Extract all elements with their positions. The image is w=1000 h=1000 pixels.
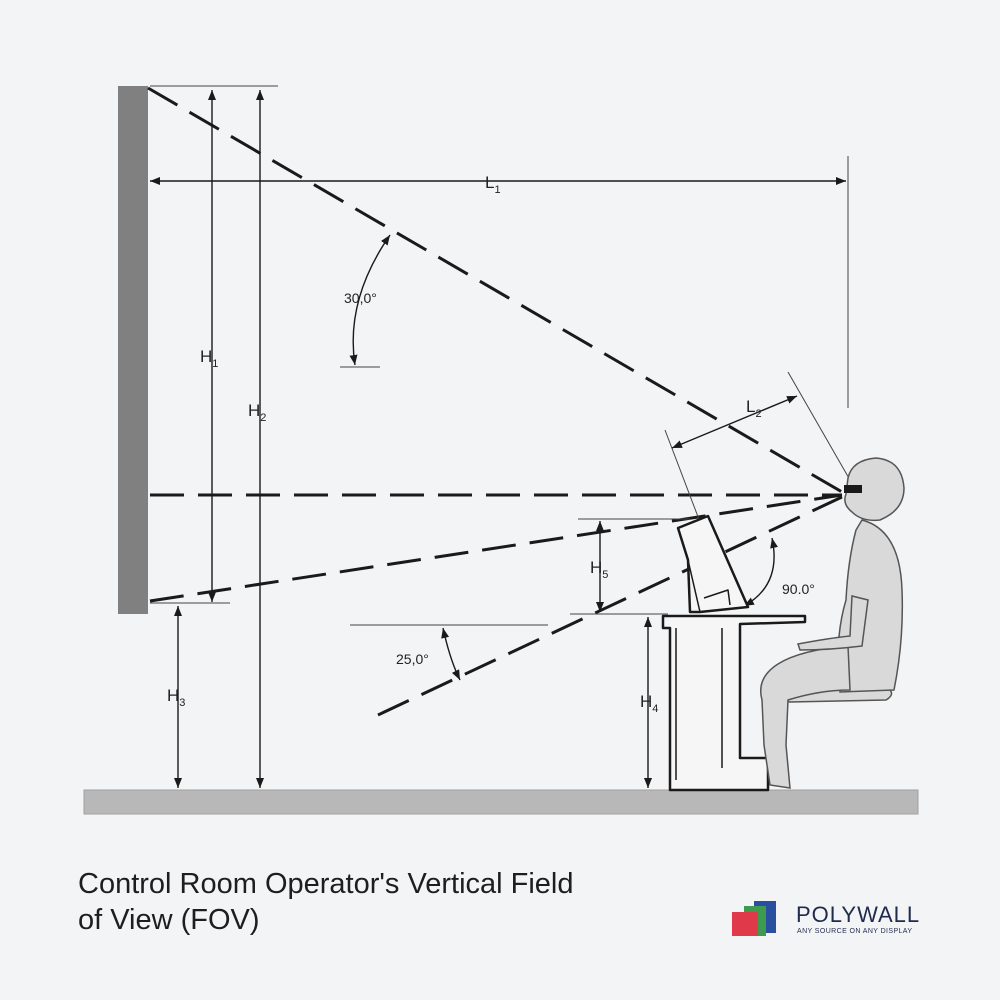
dim-L2 bbox=[671, 395, 798, 449]
label-H3: H3 bbox=[167, 686, 185, 709]
arc-25 bbox=[441, 627, 461, 681]
logo-tagline: ANY SOURCE ON ANY DISPLAY bbox=[797, 928, 913, 935]
label-H5: H5 bbox=[590, 558, 608, 581]
angle-labels: 30,0° 25,0° 90.0° bbox=[344, 290, 815, 667]
extension-lines bbox=[150, 85, 851, 626]
logo-block-red bbox=[732, 912, 758, 936]
operator-legs bbox=[760, 645, 851, 789]
dimension-labels: L1 L2 H1 H2 H3 H4 H5 bbox=[167, 173, 762, 715]
polywall-logo: POLYWALL ANY SOURCE ON ANY DISPLAY bbox=[730, 900, 950, 944]
label-angle-30: 30,0° bbox=[344, 290, 377, 306]
operator-arm bbox=[797, 595, 869, 651]
fov-diagram: L1 L2 H1 H2 H3 H4 H5 30,0° 25,0° 90.0° bbox=[83, 85, 919, 815]
sight-line-downward bbox=[377, 495, 843, 717]
diagram-caption: Control Room Operator's Vertical Field o… bbox=[78, 866, 678, 938]
operator-console bbox=[661, 514, 807, 792]
label-H4: H4 bbox=[640, 692, 658, 715]
label-H2: H2 bbox=[248, 401, 266, 424]
floor bbox=[83, 789, 919, 815]
sight-line-wall-bottom bbox=[149, 493, 843, 603]
dimension-lines bbox=[150, 90, 846, 788]
caption-line-1: Control Room Operator's Vertical Field bbox=[78, 868, 574, 900]
operator-head bbox=[844, 457, 905, 522]
sight-lines bbox=[147, 86, 843, 717]
operator-torso bbox=[837, 519, 904, 693]
sight-line-top bbox=[147, 86, 843, 494]
label-angle-25: 25,0° bbox=[396, 651, 429, 667]
caption-line-2: of View (FOV) bbox=[78, 904, 260, 936]
polywall-logo-icon bbox=[732, 901, 776, 936]
label-angle-90: 90.0° bbox=[782, 581, 815, 597]
label-L1: L1 bbox=[485, 173, 501, 196]
label-H1: H1 bbox=[200, 347, 218, 370]
label-L2: L2 bbox=[746, 397, 762, 420]
operator-eye bbox=[844, 485, 862, 493]
arc-90 bbox=[743, 537, 778, 607]
video-wall bbox=[118, 86, 148, 614]
logo-name: POLYWALL bbox=[796, 902, 921, 927]
arc-30 bbox=[349, 234, 391, 366]
operator-figure bbox=[760, 457, 905, 789]
angle-arcs bbox=[349, 234, 778, 681]
